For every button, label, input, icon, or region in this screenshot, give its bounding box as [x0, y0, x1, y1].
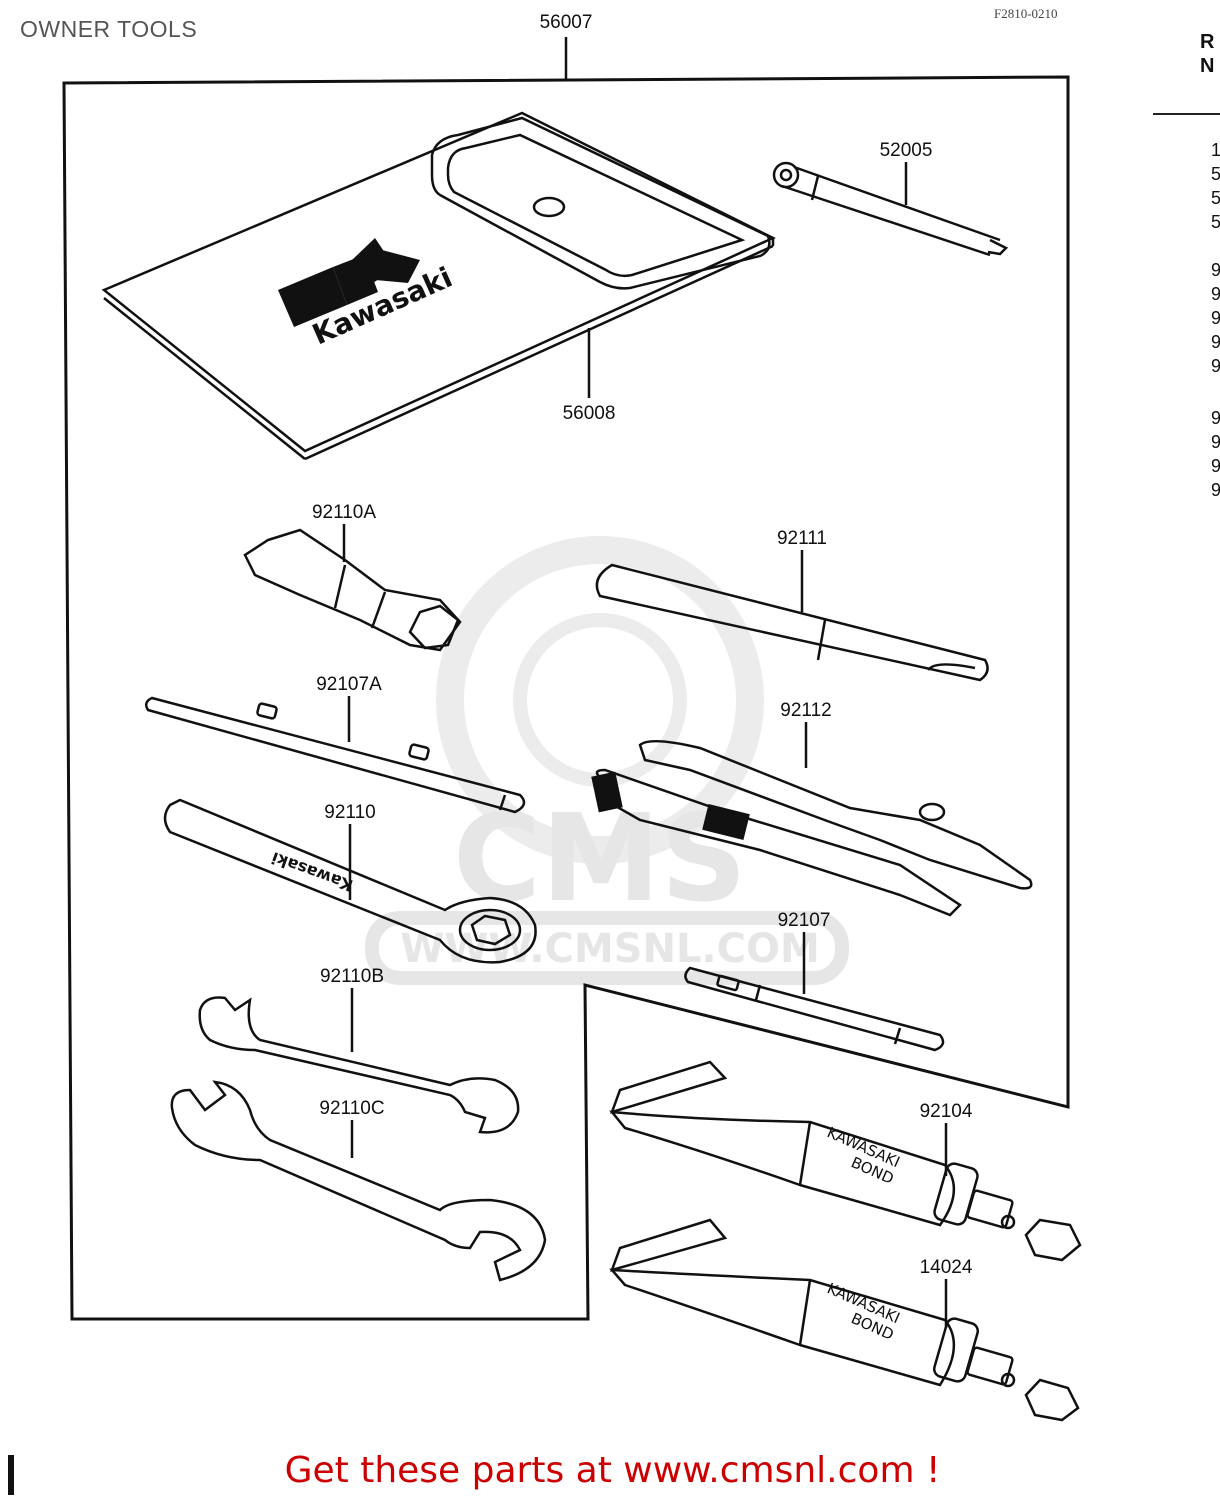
fragment-11: 9 [1211, 432, 1220, 452]
label-92110C: 92110C [319, 1098, 384, 1119]
footer-promo-link[interactable]: Get these parts at www.cmsnl.com ! [284, 1450, 941, 1491]
right-column-header-n: N [1200, 55, 1215, 77]
label-92110B: 92110B [320, 966, 384, 987]
pliers-grip-1 [591, 771, 623, 813]
fragment-13: 9 [1211, 480, 1220, 500]
tool-pouch: Kawasaki [101, 111, 776, 461]
kit-frame [62, 75, 1070, 1321]
fragment-10: 9 [1211, 408, 1220, 428]
bond-tube-14024: KAWASAKI BOND [609, 1218, 1080, 1422]
label-52005: 52005 [880, 140, 933, 161]
fragment-6: 9 [1211, 284, 1220, 304]
fragment-9: 9 [1211, 356, 1220, 376]
spanner-92110B [198, 996, 520, 1134]
label-14024: 14024 [920, 1257, 973, 1278]
label-92110: 92110 [324, 802, 375, 823]
leader-lines [342, 37, 948, 1328]
handle-bar-92111 [595, 563, 989, 682]
watermark-brand: CMS [453, 790, 747, 929]
label-92110A: 92110A [312, 502, 376, 523]
phillips-screwdriver-92107 [684, 966, 945, 1052]
label-92104: 92104 [920, 1101, 973, 1122]
fragment-1: 1 [1211, 140, 1220, 160]
spanner-92110C [170, 1080, 547, 1282]
fragment-7: 9 [1211, 308, 1220, 328]
parts-diagram: CMS WWW.CMSNL.COM Kawasaki [62, 12, 1082, 1422]
label-56007: 56007 [540, 12, 593, 33]
fragment-3: 5 [1211, 188, 1220, 208]
screwdriver-handle [772, 161, 1009, 257]
watermark-mascot-face [513, 613, 687, 787]
right-column-header: R N [1200, 30, 1214, 78]
fragment-8: 9 [1211, 332, 1220, 352]
page-title: OWNER TOOLS [20, 16, 198, 42]
watermark-mascot-head [436, 536, 764, 864]
fragment-5: 9 [1211, 260, 1220, 280]
diagram-code: F2810-0210 [994, 6, 1058, 21]
watermark-url: WWW.CMSNL.COM [400, 926, 820, 972]
right-column-header-r: R [1200, 31, 1215, 53]
label-92107: 92107 [778, 910, 831, 931]
pliers-92112 [591, 739, 1033, 917]
right-column-rule [1153, 113, 1220, 115]
label-56008: 56008 [563, 403, 616, 424]
fragment-4: 5 [1211, 212, 1220, 232]
watermark: CMS WWW.CMSNL.COM [365, 536, 849, 985]
pliers-grip-2 [702, 804, 750, 840]
label-92112: 92112 [780, 700, 831, 721]
box-wrench-92110A [243, 528, 462, 652]
fragment-2: 5 [1211, 164, 1220, 184]
screwdriver-92107A [144, 696, 526, 814]
left-edge-mark [8, 1455, 14, 1495]
watermark-banner [365, 911, 849, 985]
label-92111: 92111 [777, 528, 827, 549]
part-labels: 56007 52005 56008 92110A 92111 92107A 92… [312, 12, 973, 1278]
label-92107A: 92107A [316, 674, 382, 695]
fragment-12: 9 [1211, 456, 1220, 476]
kawasaki-logo [278, 238, 420, 327]
